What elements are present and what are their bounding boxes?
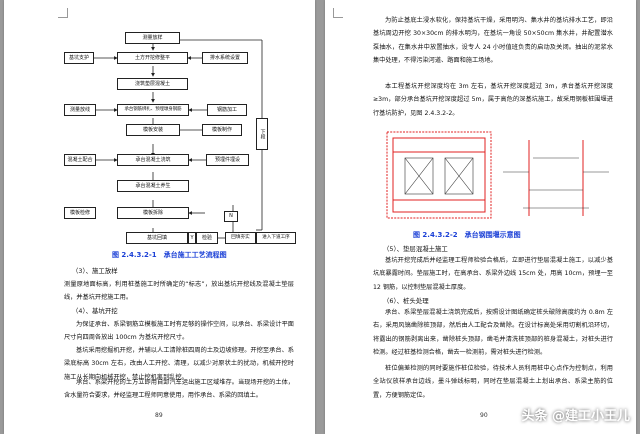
crop-mark (58, 8, 68, 18)
flow-node-cap-pour: 承台混凝土浇筑 (117, 154, 189, 166)
paragraph-cushion: 基坑开挖完成后并经监理工程师检验合格后，立即进行垫层混凝土施工，以减少基坑底暴露… (373, 257, 613, 291)
right-document-page: 为防止基底土浸水软化，保持基坑干燥，采用明沟、集水井的基坑排水工艺，即沿基坑周边… (325, 0, 636, 434)
flow-node-pit-backfill: 基坑回填 (126, 232, 188, 244)
flow-node-yes-label: Y (188, 232, 196, 244)
paragraph-cofferdam: 本工程基坑开挖深度均在 3m 左右，基坑开挖深度超过 3m，承台基坑开挖深度≥3… (373, 83, 613, 117)
paragraph-layout: 测量原地面标高，利用桩基施工时所确定的“标志”，放出基坑开挖线及混凝土垫层线，并… (64, 281, 294, 302)
flow-node-slope-support: 基坑支护 (64, 52, 94, 64)
flow-node-formwork-make: 模板制作 (202, 124, 242, 136)
section-heading-cushion: （5）、垫层混凝土施工 (383, 245, 448, 253)
flow-node-drainage-setup: 排水系统设置 (202, 52, 248, 64)
watermark-label: 头条 @建工小王儿 (521, 409, 630, 424)
flow-node-survey-layout: 测量放样 (125, 32, 180, 44)
flow-node-concrete-mix: 混凝土配合 (64, 154, 96, 166)
cofferdam-caption: 图 2.4.3.2-2 承台钢围堰示意图 (413, 231, 521, 239)
cofferdam-diagram (386, 131, 609, 219)
paragraph-pile-head-a: 承台、系梁垫层混凝土浇筑完成后，按照设计图纸确定桩头破除高度约为 0.8m 左右… (373, 309, 613, 357)
left-document-page: 测量放样 基坑支护 土方开挖修整平 排水系统设置 浇筑垫层混凝土 测量放线 承台… (4, 0, 315, 434)
flow-node-cap-cure: 承台混凝土养生 (117, 180, 189, 192)
flow-node-test-block: 预埋件埋设 (206, 154, 249, 166)
section-heading-pile-head: （6）、桩头处理 (383, 297, 429, 305)
page-number-right: 90 (480, 412, 488, 419)
flow-node-lower-pile: 下段 (256, 118, 268, 150)
flow-node-rebar-make: 钢筋加工 (207, 104, 247, 116)
section-heading-excavation: （4）、基坑开挖 (72, 307, 118, 315)
flow-node-backfill-check: 回填夯实 (225, 232, 256, 244)
flow-node-excavation: 土方开挖修整平 (117, 52, 188, 64)
paragraph-excavation-a: 为保证承台、系梁钢筋立模板施工时有足够的操作空间，以承台、系梁设计平面尺寸向四周… (64, 321, 294, 342)
flow-node-check: 检验 (196, 232, 218, 244)
flowchart-caption: 图 2.4.3.2-1 承台施工工艺流程图 (112, 251, 227, 259)
steel-sheet-pile-outline (386, 131, 492, 219)
crop-mark (333, 8, 343, 18)
section-heading-layout: （3）、施工放样 (72, 267, 118, 275)
flow-node-no-label: N (224, 211, 238, 222)
flow-node-next-process: 进入下道工序 (256, 232, 296, 244)
flow-node-formwork-install: 模板安装 (126, 124, 180, 136)
paragraph-pile-head-b: 桩位偏差检测的同时要施作桩位检验，待技术人员利用桩中心点作为控制点，利用全站仪放… (373, 365, 613, 399)
paragraph-excavation-b: 基坑采用挖掘机开挖，并辅以人工清除桩四周的土及边坡修理。开挖至承台、系梁底标高 … (64, 347, 294, 381)
flow-node-survey-layout-2: 测量放线 (64, 104, 96, 116)
paragraph-excavation-c: 承台、系梁开挖的土方立即用自卸汽车运出施工区域堆存。当现场开挖的土体，含水量符合… (64, 379, 294, 400)
page-number-left: 89 (155, 412, 163, 419)
flow-node-cushion-pour: 浇筑垫层混凝土 (117, 78, 188, 90)
flow-node-bar-binding: 承台钢筋绑扎、预埋墩身钢筋 (117, 104, 189, 116)
paragraph-drainage: 为防止基底土浸水软化，保持基坑干燥，采用明沟、集水井的基坑排水工艺，即沿基坑周边… (373, 17, 613, 65)
flow-node-formwork-clean: 模板检修 (64, 207, 96, 219)
flow-node-formwork-remove: 模板拆除 (117, 207, 189, 219)
